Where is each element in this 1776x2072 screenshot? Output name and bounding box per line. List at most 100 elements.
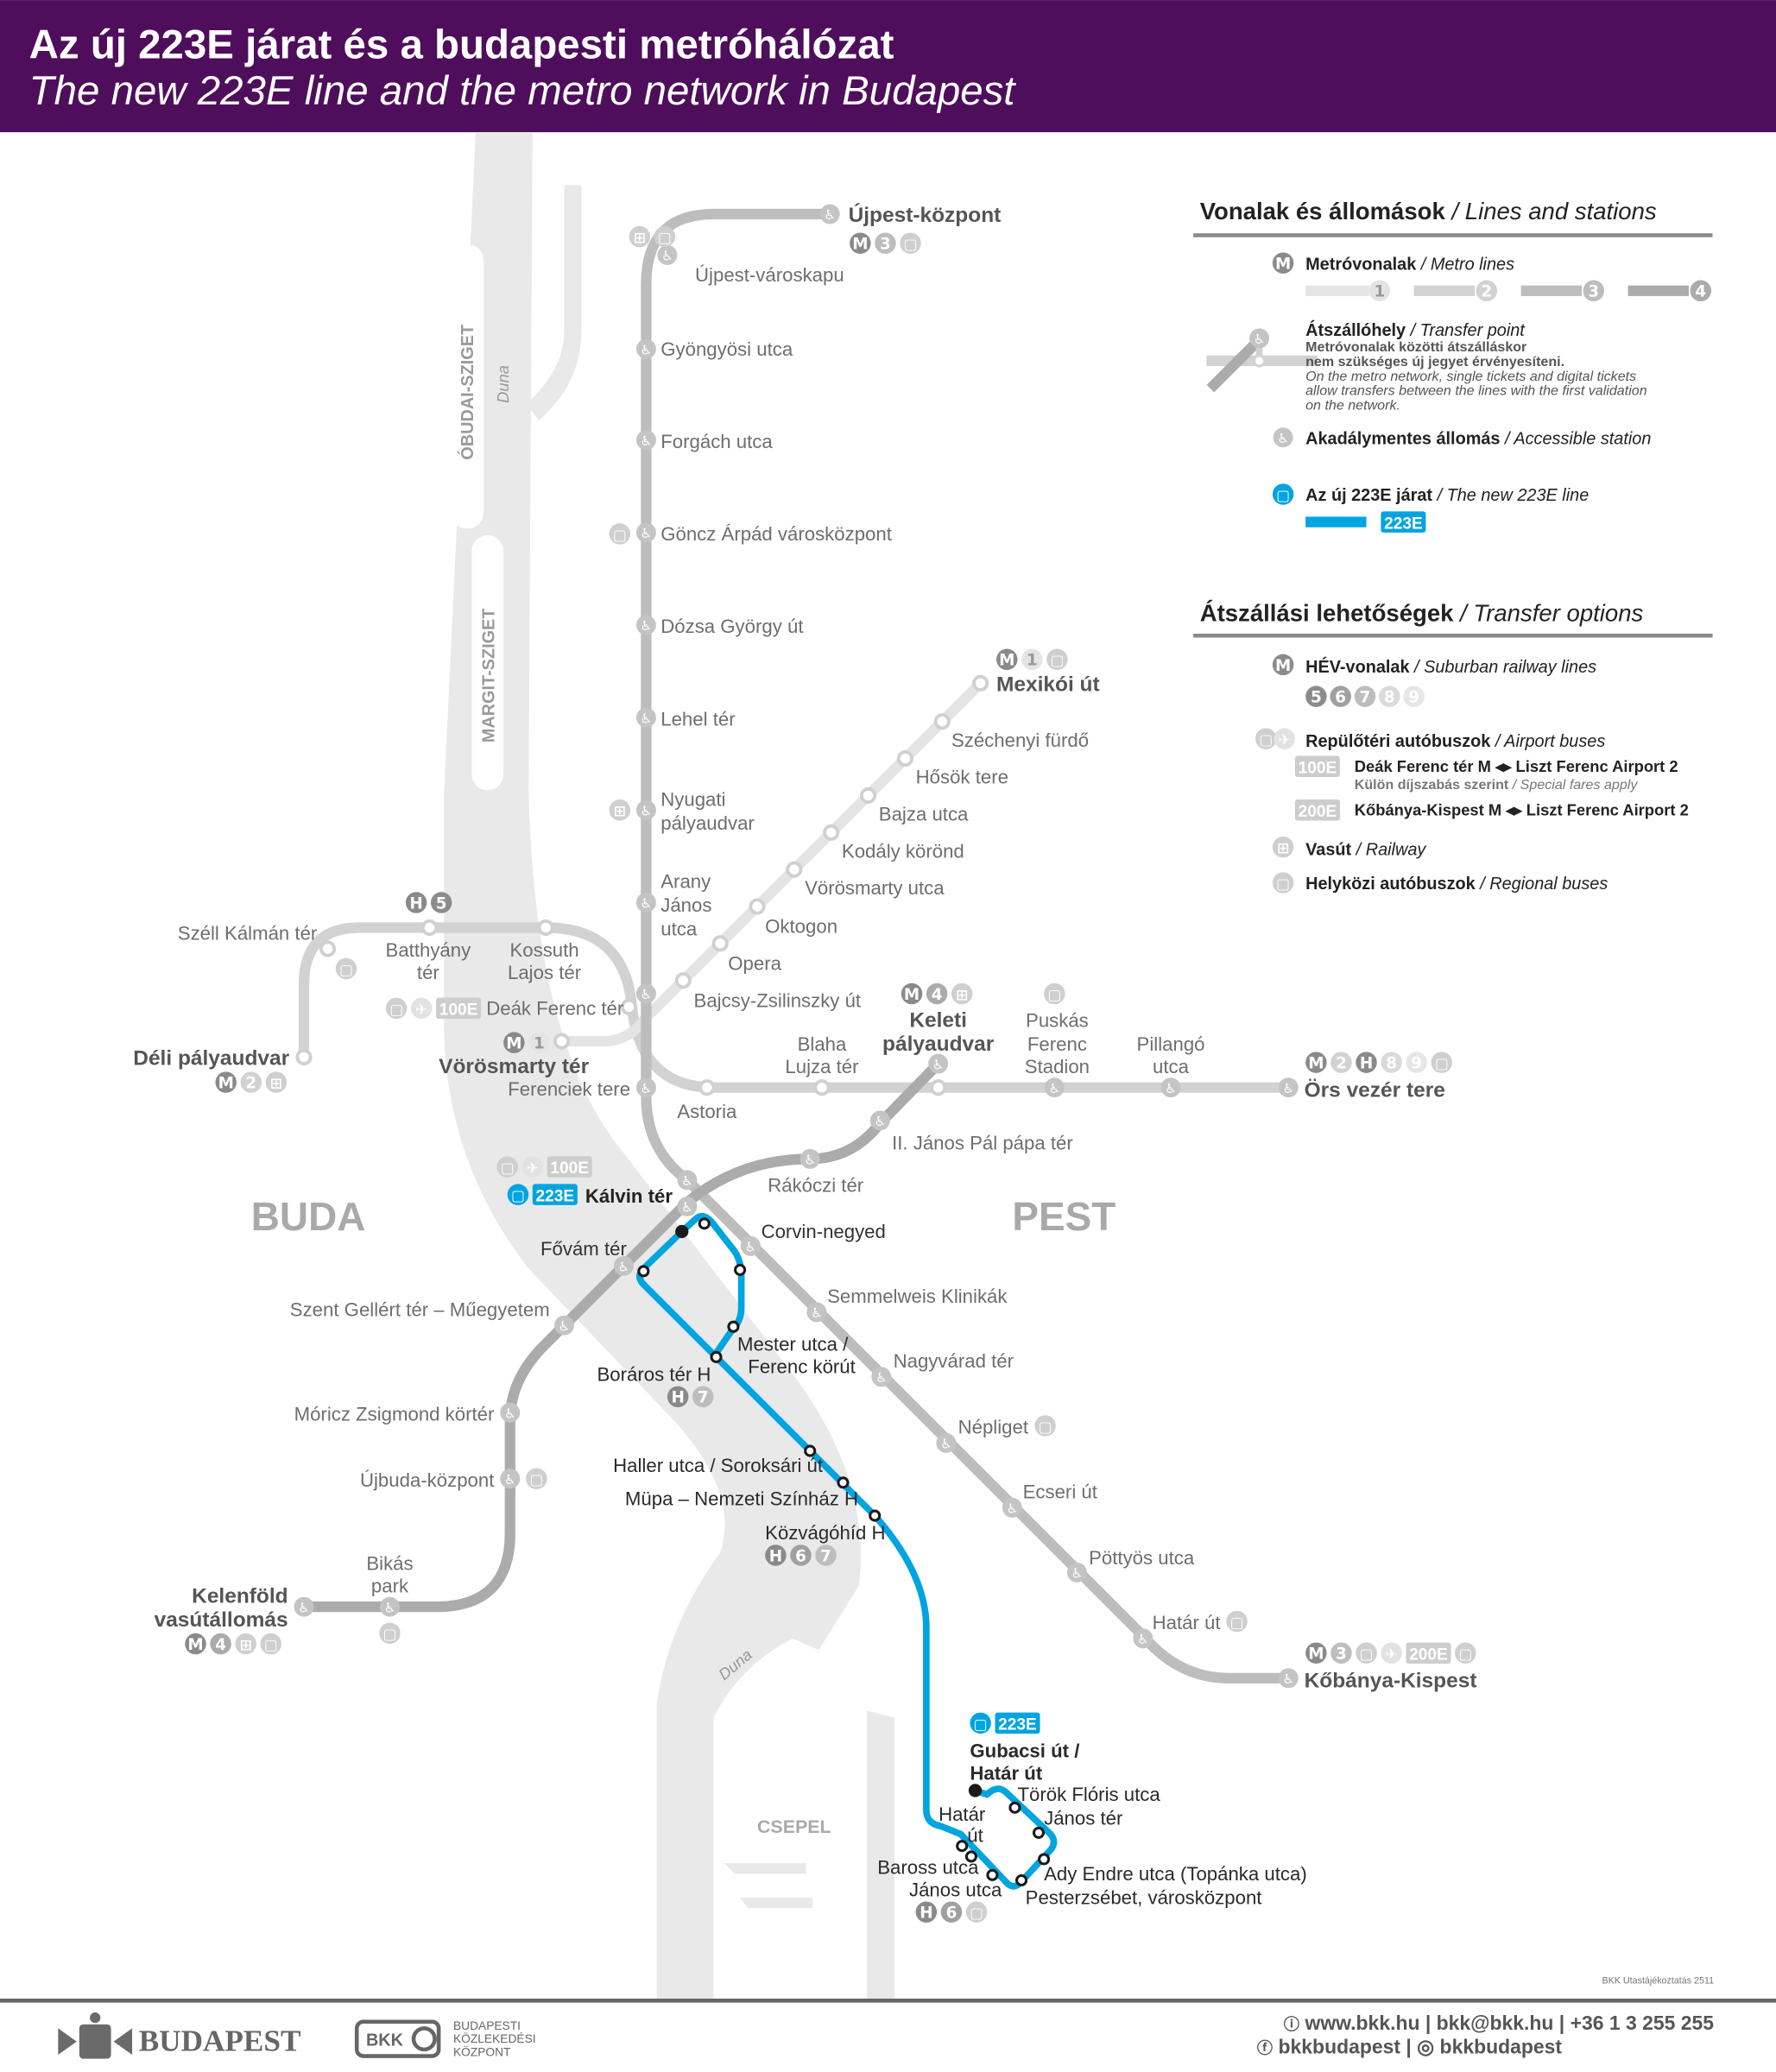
svg-text:▢: ▢ <box>1276 486 1290 503</box>
station-arany-3: utca <box>660 919 698 940</box>
station-pottyos: Pöttyös utca <box>1089 1547 1195 1569</box>
svg-text:6: 6 <box>1335 689 1346 707</box>
svg-text:▢: ▢ <box>904 236 918 253</box>
svg-text:♿: ♿ <box>641 803 653 818</box>
accessible-station-icon: ♿ <box>1278 1077 1299 1098</box>
svg-text:♿: ♿ <box>940 1437 952 1452</box>
metro-icon: M <box>1272 654 1294 676</box>
station-fovam: Fővám tér <box>540 1238 627 1260</box>
svg-text:6: 6 <box>795 1547 806 1565</box>
margit-sziget-island <box>471 534 504 791</box>
svg-text:♿: ♿ <box>811 1305 823 1321</box>
svg-text:▢: ▢ <box>529 1471 543 1488</box>
transfer-badges: 3 <box>1583 280 1605 302</box>
svg-text:⊞: ⊞ <box>634 229 646 246</box>
line-number-2: 2 <box>240 1071 262 1093</box>
svg-text:3: 3 <box>1588 283 1599 301</box>
station-kodaly: Kodály körönd <box>842 840 964 862</box>
transfer-badges: ▢223E <box>507 1184 578 1205</box>
station-bajza: Bajza utca <box>879 804 969 825</box>
csepel-island <box>713 1638 868 1999</box>
accessible-station-icon: ♿ <box>871 1367 892 1387</box>
station-gyongyosi: Gyöngyösi utca <box>660 338 793 360</box>
transfer-badges: 223E <box>1381 511 1426 533</box>
footer-social-line[interactable]: ⓕ bkkbudapest | ◎ bkkbudapest <box>1257 2035 1563 2057</box>
train-icon: ⊞ <box>609 799 631 821</box>
transfer-badges: ▢ <box>1034 1415 1056 1437</box>
station-batthyany-2: tér <box>417 962 440 983</box>
svg-text:▢: ▢ <box>1435 1054 1449 1071</box>
line-number-7: 7 <box>815 1545 837 1566</box>
station-nyugati-2: pályaudvar <box>660 812 755 834</box>
bus-icon: ▢ <box>385 997 408 1020</box>
svg-text:♿: ♿ <box>1071 1566 1084 1582</box>
svg-text:7: 7 <box>1360 689 1371 707</box>
svg-text:4: 4 <box>1695 283 1706 301</box>
line-223e-stop-labels: Mester utca / Ferenc körút Boráros tér H… <box>597 1333 1306 1908</box>
bus-icon: ▢ <box>654 225 676 248</box>
station-puskas-2: Ferenc <box>1027 1033 1087 1055</box>
svg-text:9: 9 <box>1408 689 1419 707</box>
legend-transfer-note-4: allow transfers between the lines with t… <box>1305 383 1647 399</box>
stop-haller: Haller utca / Soroksári út <box>613 1455 823 1476</box>
footer-social[interactable]: bkkbudapest | ◎ bkkbudapest <box>1279 2035 1563 2057</box>
accessible-station-icon: ♿ <box>936 1432 957 1453</box>
footer-contact[interactable]: www.bkk.hu | bkk@bkk.hu | +36 1 3 255 25… <box>1305 2012 1715 2034</box>
transfer-badges: ▢✈100E <box>496 1156 592 1178</box>
bus-icon: ▢ <box>609 523 631 545</box>
svg-text:♿: ♿ <box>744 1239 756 1254</box>
accessible-station-icon: ♿ <box>1044 1077 1065 1098</box>
station-kossuth-2: Lajos tér <box>508 962 582 983</box>
transfer-badges: 200E <box>1294 799 1340 821</box>
station-deak: Deák Ferenc tér <box>486 998 624 1020</box>
transfer-badges: ▢ <box>609 523 631 545</box>
svg-text:▢: ▢ <box>1276 875 1290 892</box>
footer-contact-line[interactable]: ⓘ www.bkk.hu | bkk@bkk.hu | +36 1 3 255 … <box>1284 2012 1715 2034</box>
svg-text:♿: ♿ <box>504 1472 516 1488</box>
bus-icon: ▢ <box>1272 872 1294 894</box>
facebook-icon: ⓕ <box>1257 2038 1279 2057</box>
legend-accessible: Akadálymentes állomás / Accessible stati… <box>1305 429 1651 448</box>
transfer-badges: 2 <box>1476 280 1498 302</box>
accessible-station-icon: ♿ <box>613 1255 634 1276</box>
svg-text:⊞: ⊞ <box>614 802 626 819</box>
metro-line-m2 <box>298 922 1294 1093</box>
transfer-badges: M <box>1272 654 1294 676</box>
route-label-100e: 100E <box>436 997 482 1020</box>
m2-station-labels: Déli pályaudvar Széll Kálmán tér Batthyá… <box>133 922 1445 1122</box>
route-label-100e: 100E <box>1294 755 1340 777</box>
svg-text:KÖZPONT: KÖZPONT <box>453 2044 511 2059</box>
station-ujpest-kozpont: Újpest-központ <box>849 203 1002 227</box>
accessible-station-icon: ♿ <box>1278 1668 1299 1689</box>
svg-text:♿: ♿ <box>1277 431 1289 446</box>
train-icon: ⊞ <box>265 1071 288 1093</box>
svg-text:9: 9 <box>1411 1054 1422 1072</box>
svg-text:H: H <box>409 894 422 913</box>
station-rakoczi: Rákóczi tér <box>768 1175 864 1197</box>
transfer-badges: M <box>1272 252 1294 274</box>
metro-line-m4 <box>298 1058 944 1613</box>
line-number-5: 5 <box>1305 685 1327 707</box>
line-number-7: 7 <box>1354 685 1376 707</box>
accessible-station-icon: ♿ <box>677 1170 698 1191</box>
legend-title-lines: Vonalak és állomások / Lines and station… <box>1200 198 1657 224</box>
station-nyugati: Nyugati <box>660 789 725 811</box>
budapest-logo-text: BUDAPEST <box>139 2024 301 2057</box>
legend-transfer-note-1: Metróvonalak közötti átszálláskor <box>1305 339 1526 355</box>
station-bikas: Bikás <box>366 1552 413 1574</box>
bus-icon: ▢ <box>1272 483 1294 505</box>
svg-text:7: 7 <box>820 1547 831 1565</box>
svg-text:5: 5 <box>436 894 447 913</box>
metro-icon: M <box>1305 1052 1327 1073</box>
svg-text:2: 2 <box>1336 1054 1347 1072</box>
svg-text:M: M <box>1308 1646 1324 1664</box>
line-number-1: 1 <box>1368 280 1391 302</box>
accessible-station-icon: ♿ <box>635 707 656 728</box>
svg-text:♿: ♿ <box>641 896 653 912</box>
station-bikas-2: park <box>371 1575 409 1596</box>
line-number-8: 8 <box>1381 1052 1402 1073</box>
svg-text:⊞: ⊞ <box>1277 839 1289 856</box>
